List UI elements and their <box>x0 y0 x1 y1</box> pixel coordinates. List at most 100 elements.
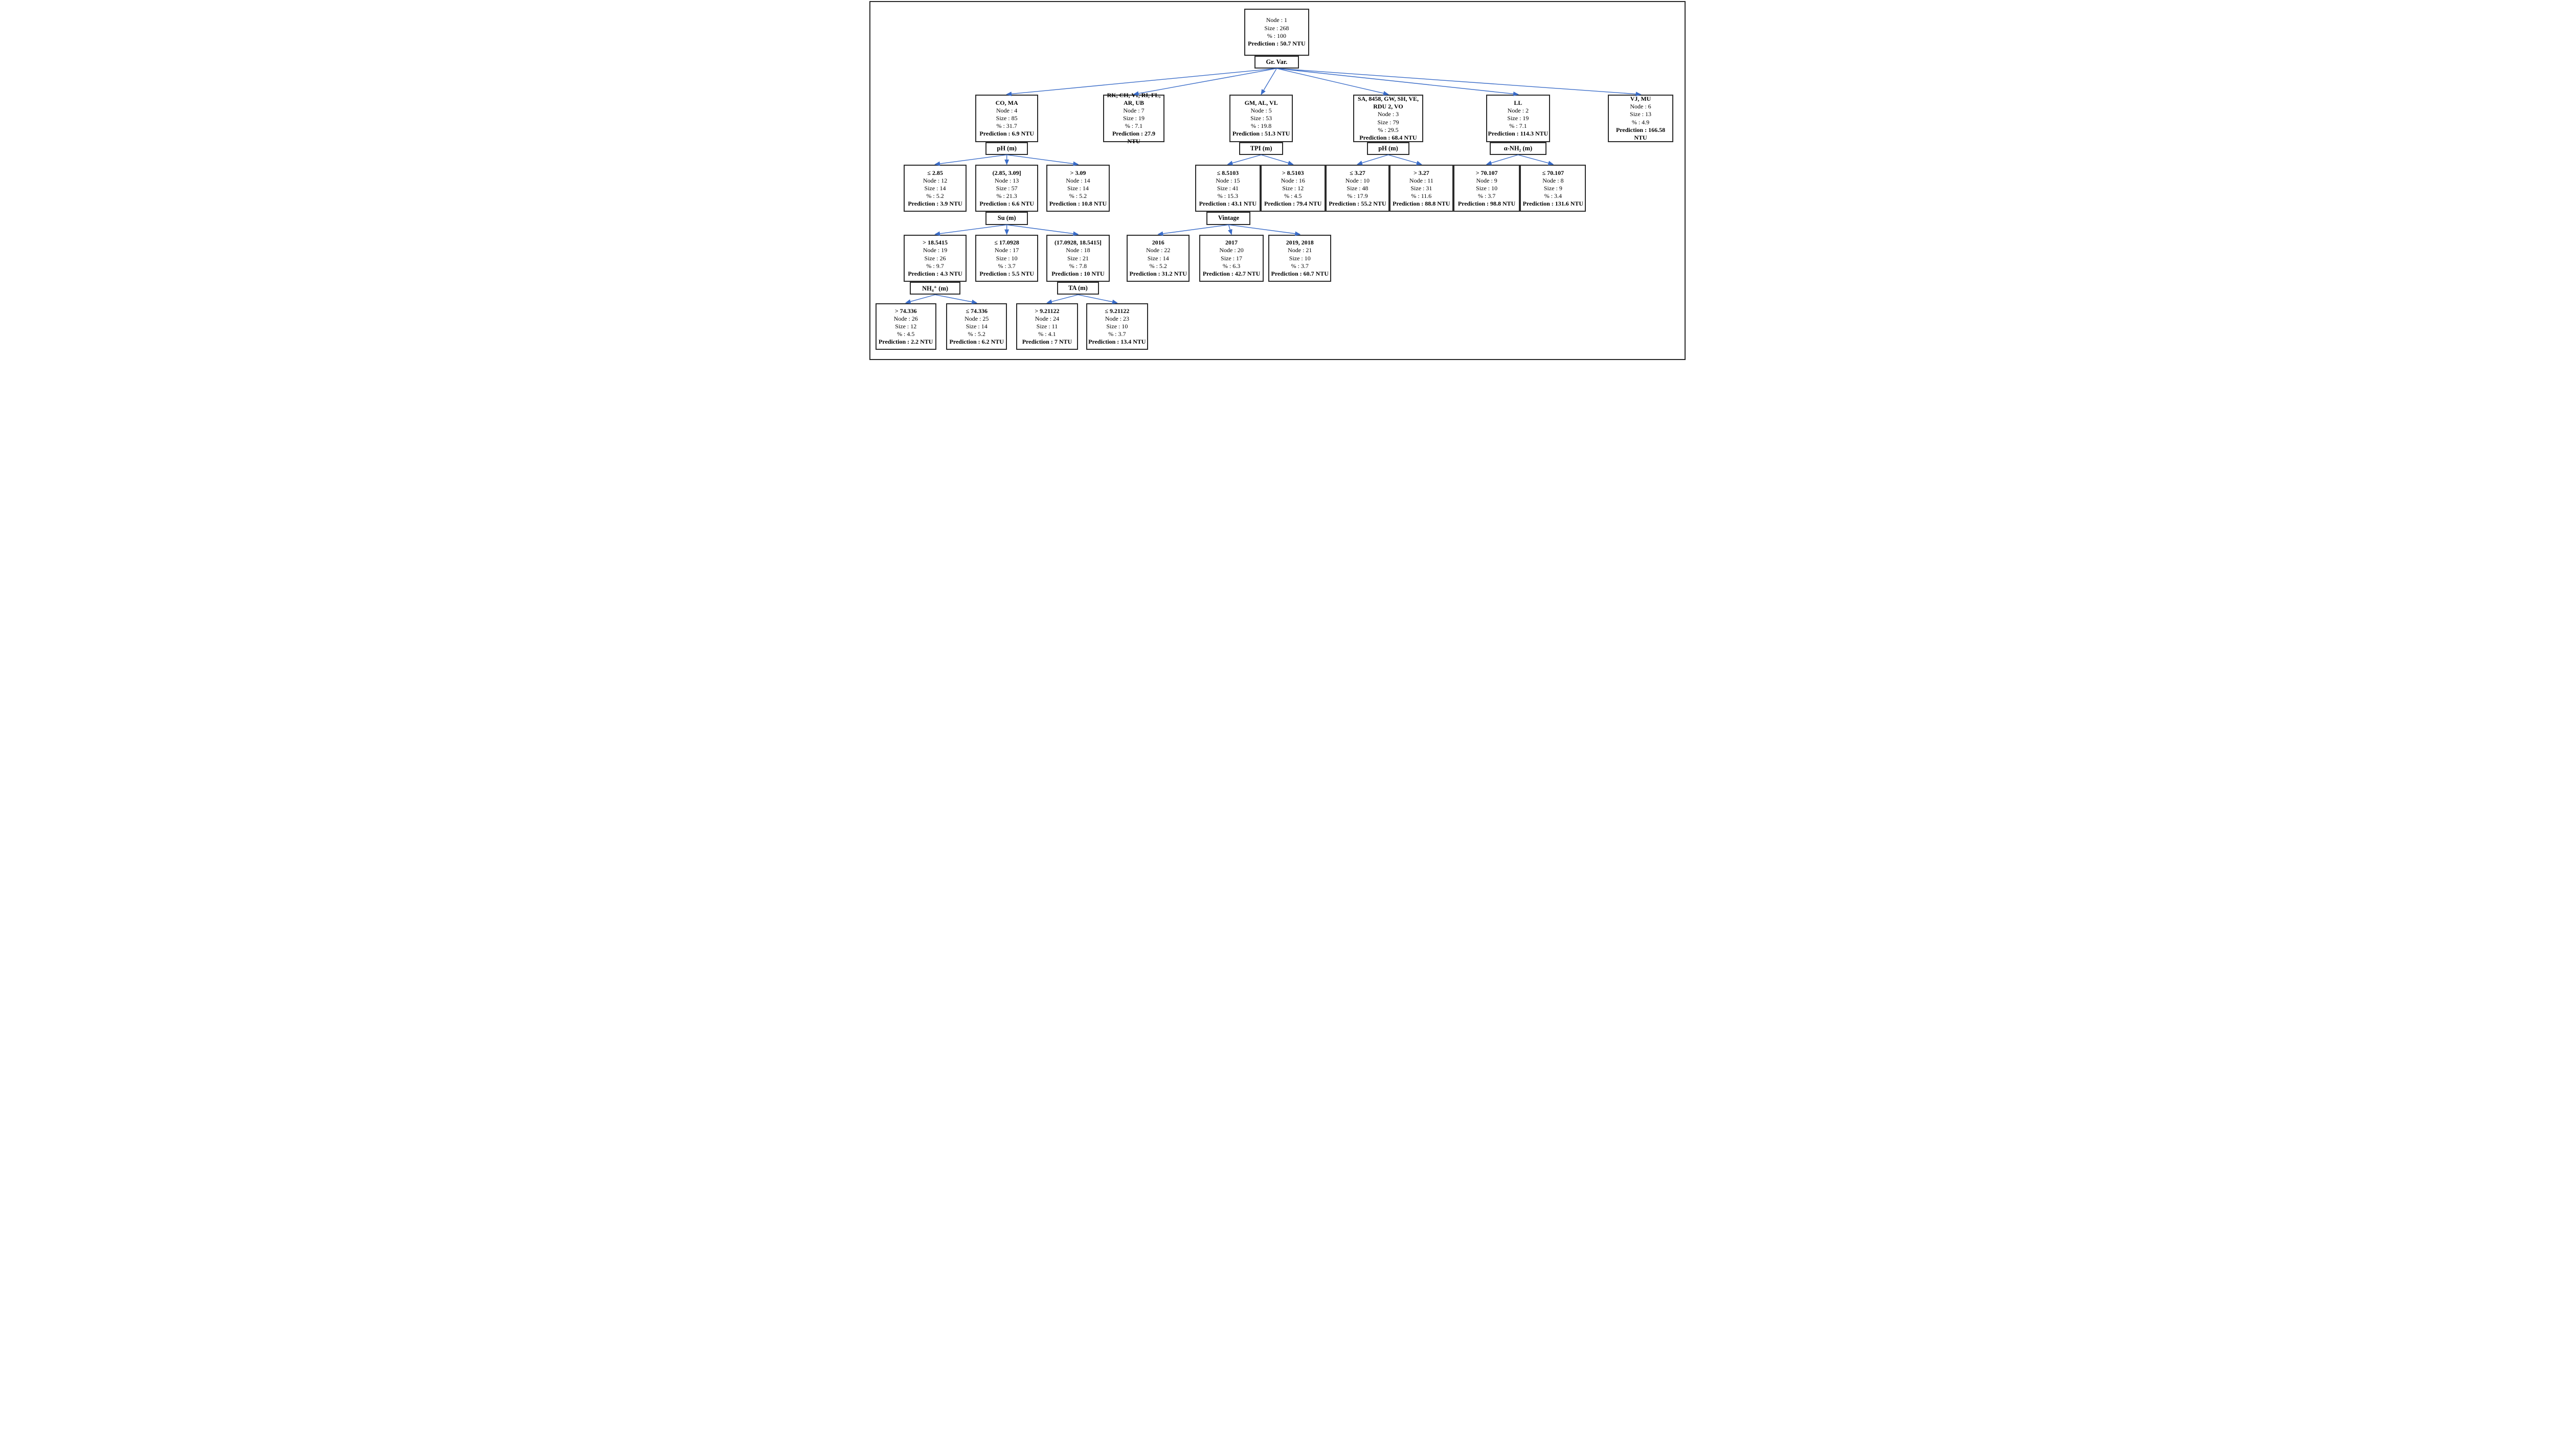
node-stat: Node : 17 <box>994 247 1019 254</box>
edge-arrow-s_grvar-n2 <box>1276 68 1519 96</box>
node-group-title: 2019, 2018 <box>1286 239 1314 247</box>
node-stat: % : 6.3 <box>1222 262 1241 270</box>
node-stat: Size : 48 <box>1347 184 1369 192</box>
node-stat: % : 3.7 <box>1477 192 1496 199</box>
node-stat: Node : 7 <box>1123 106 1145 114</box>
split-label-s_ph_sa: pH (m) <box>1367 142 1409 155</box>
node-prediction: Prediction : 10.8 NTU <box>1049 200 1107 207</box>
node-prediction: Prediction : 55.2 NTU <box>1329 200 1386 207</box>
node-stat: Size : 9 <box>1543 184 1562 192</box>
node-stat: Size : 13 <box>1630 110 1652 118</box>
node-prediction: Prediction : 27.9 NTU <box>1112 130 1156 145</box>
node-stat: Size : 17 <box>1221 254 1243 262</box>
node-prediction: Prediction : 79.4 NTU <box>1264 200 1322 207</box>
edge-arrow-s_grvar-n5 <box>1261 68 1277 95</box>
node-stat: % : 21.3 <box>996 192 1017 199</box>
edge-arrow-s_tpi-n16 <box>1261 154 1294 165</box>
node-stat: Node : 26 <box>893 315 918 322</box>
node-group-title: SA, 8458, GW, SH, VE, RDU 2, VO <box>1357 95 1419 110</box>
node-stat: % : 19.8 <box>1250 122 1272 130</box>
node-stat: Node : 15 <box>1216 176 1240 184</box>
node-group-title: GM, AL, VL <box>1244 99 1278 106</box>
node-group-title: (17.0928, 18.5415] <box>1054 239 1102 247</box>
node-stat: Size : 12 <box>1282 184 1304 192</box>
node-group-title: CO, MA <box>995 99 1018 106</box>
node-group-title: > 8.5103 <box>1282 169 1304 176</box>
node-stat: Node : 11 <box>1409 176 1433 184</box>
node-prediction: Prediction : 4.3 NTU <box>908 270 962 277</box>
split-label-s_su: Su (m) <box>985 212 1028 225</box>
node-stat: % : 100 <box>1267 32 1287 39</box>
node-group-title: 2016 <box>1152 239 1164 247</box>
node-prediction: Prediction : 31.2 NTU <box>1129 270 1187 277</box>
node-stat: Size : 10 <box>1476 184 1498 192</box>
node-group-title: ≤ 2.85 <box>927 169 943 176</box>
node-stat: Node : 1 <box>1266 16 1288 24</box>
node-prediction: Prediction : 13.4 NTU <box>1088 338 1146 346</box>
edge-arrow-s_grvar-n3 <box>1276 68 1389 96</box>
node-stat: Node : 18 <box>1066 247 1090 254</box>
node-prediction: Prediction : 43.1 NTU <box>1199 200 1257 207</box>
node-stat: Node : 10 <box>1345 176 1370 184</box>
edge-arrow-s_vintage-n22 <box>1157 224 1229 236</box>
node-group-title: > 3.27 <box>1413 169 1429 176</box>
node-stat: Node : 8 <box>1542 176 1564 184</box>
split-label-s_nh4: NH₄⁺ (m) <box>910 282 960 295</box>
node-stat: % : 5.2 <box>968 330 985 338</box>
node-stat: Node : 19 <box>923 247 948 254</box>
split-label-s_tpi: TPI (m) <box>1239 142 1284 155</box>
node-prediction: Prediction : 7 NTU <box>1022 338 1072 346</box>
node-stat: % : 7.1 <box>1509 122 1527 130</box>
node-group-title: VJ, MU <box>1630 95 1651 103</box>
edge-arrow-s_ta-n24 <box>1046 294 1079 304</box>
node-prediction: Prediction : 6.9 NTU <box>979 130 1034 138</box>
node-stat: Node : 14 <box>1066 176 1090 184</box>
node-stat: Node : 24 <box>1035 315 1060 322</box>
edge-arrow-s_ph_sa-n10 <box>1356 154 1388 165</box>
node-prediction: Prediction : 166.58 NTU <box>1616 126 1666 141</box>
node-group-title: > 9.21122 <box>1035 307 1060 315</box>
node-stat: Node : 23 <box>1105 315 1130 322</box>
edge-arrow-s_grvar-n4 <box>1006 68 1277 97</box>
node-prediction: Prediction : 3.9 NTU <box>908 200 962 207</box>
node-stat: Node : 12 <box>923 176 948 184</box>
node-stat: Size : 11 <box>1036 322 1058 330</box>
node-stat: Node : 20 <box>1219 247 1244 254</box>
node-stat: Size : 14 <box>1067 184 1089 192</box>
node-stat: % : 11.6 <box>1411 192 1432 199</box>
node-stat: Size : 14 <box>966 322 988 330</box>
node-prediction: Prediction : 6.2 NTU <box>949 338 1004 346</box>
node-prediction: Prediction : 50.7 NTU <box>1248 39 1306 47</box>
node-stat: Size : 53 <box>1250 114 1272 122</box>
node-stat: Size : 19 <box>1123 114 1145 122</box>
node-prediction: Prediction : 10 NTU <box>1051 270 1105 277</box>
edge-arrow-s_anh2-n8 <box>1518 154 1554 166</box>
node-group-title: ≤ 3.27 <box>1350 169 1365 176</box>
node-prediction: Prediction : 68.4 NTU <box>1359 133 1417 141</box>
edge-arrow-s_ta-n23 <box>1078 294 1118 304</box>
node-stat: Node : 5 <box>1250 106 1272 114</box>
node-stat: Node : 22 <box>1146 247 1171 254</box>
node-group-title: (2.85, 3.09] <box>992 169 1021 176</box>
node-stat: Size : 31 <box>1410 184 1432 192</box>
edge-arrow-s_nh4-n25 <box>935 294 978 304</box>
split-label-s_vintage: Vintage <box>1206 212 1251 225</box>
node-stat: % : 9.7 <box>926 262 944 270</box>
node-stat: % : 4.9 <box>1631 118 1650 126</box>
node-stat: % : 4.5 <box>1284 192 1302 199</box>
edge-arrow-s_grvar-n7 <box>1133 68 1277 96</box>
node-prediction: Prediction : 88.8 NTU <box>1393 200 1450 207</box>
node-stat: Node : 2 <box>1507 106 1529 114</box>
